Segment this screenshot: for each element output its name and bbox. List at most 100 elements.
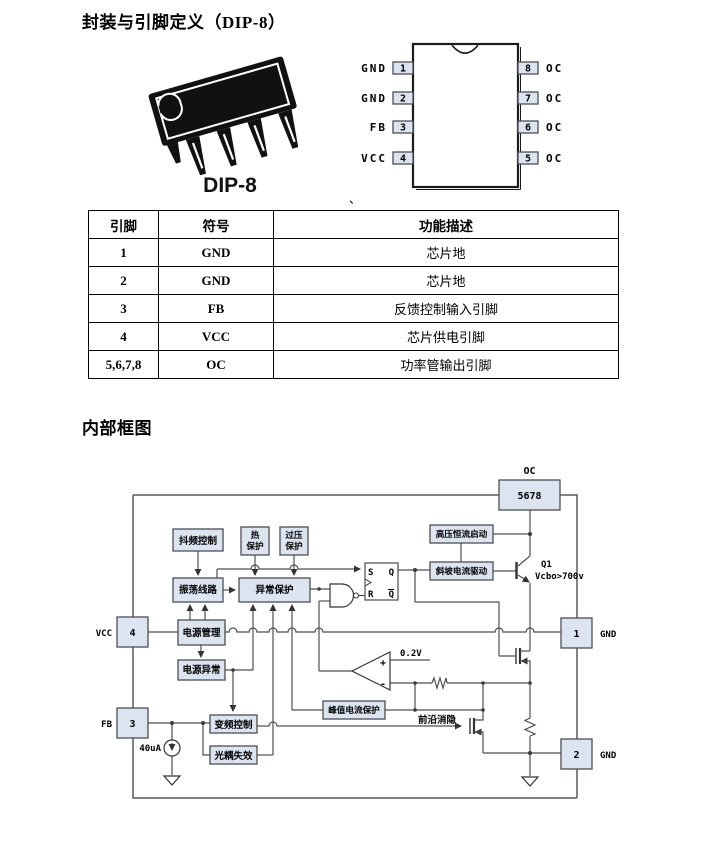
- cell-symbol: GND: [158, 238, 274, 267]
- svg-text:光耦失效: 光耦失效: [213, 750, 253, 762]
- pin-function-table: 引脚 符号 功能描述 1 GND 芯片地 2 GND 芯片地 3 FB 反馈控制…: [88, 210, 619, 379]
- block-power-abnormal: 电源异常: [177, 659, 226, 681]
- block-oc-output: OC 5678: [498, 466, 561, 511]
- block-jitter-control: 抖频控制: [172, 528, 224, 552]
- svg-text:抖频控制: 抖频控制: [179, 535, 218, 547]
- block-abnormal-protection: 异常保护: [238, 577, 311, 603]
- wiring: [132, 494, 578, 799]
- block-peak-current-protection: 峰值电流保护: [322, 700, 386, 720]
- clock-triangle-icon: [364, 578, 372, 587]
- svg-text:VCC: VCC: [96, 629, 112, 639]
- q1-name-label: Q1: [541, 560, 552, 570]
- svg-text:异常保护: 异常保护: [255, 584, 293, 596]
- cell-desc: 芯片供电引脚: [273, 322, 619, 351]
- table-row: 2 GND 芯片地: [88, 266, 619, 295]
- pin-number: 7: [525, 94, 531, 105]
- pin3-fb: 3 FB: [101, 707, 149, 739]
- stray-mark: 、: [349, 192, 362, 206]
- pin-number: 2: [400, 94, 406, 105]
- block-oscillator: 振荡线路: [172, 577, 224, 603]
- pin-label: OC: [546, 152, 563, 165]
- cell-desc: 芯片地: [273, 238, 619, 267]
- pin-label: GND: [361, 62, 387, 75]
- current-source-label: 40uA: [139, 744, 161, 754]
- cell-pin: 4: [88, 322, 159, 351]
- svg-text:热: 热: [251, 529, 260, 540]
- sr-latch: S Q R Q: [364, 562, 399, 601]
- block-overvoltage-protection: 过压 保护: [279, 526, 309, 556]
- pin-label: VCC: [361, 152, 387, 165]
- cell-desc: 反馈控制输入引脚: [273, 294, 619, 323]
- svg-text:Q: Q: [389, 568, 395, 578]
- block-diagram-section-title: 内部框图: [82, 419, 152, 438]
- svg-text:斜坡电流驱动: 斜坡电流驱动: [435, 565, 488, 576]
- block-frequency-control: 变频控制: [209, 714, 258, 734]
- pin1-gnd: 1 GND: [560, 617, 617, 649]
- pin-number: 5: [525, 154, 531, 165]
- pin2-gnd: 2 GND: [560, 738, 617, 770]
- leading-edge-blanking-label: 前沿消隐: [418, 714, 457, 726]
- pin1-notch: [451, 44, 479, 54]
- q1-rating-label: Vcbo>700v: [535, 572, 584, 582]
- col-header-symbol: 符号: [158, 210, 274, 239]
- svg-text:电源异常: 电源异常: [182, 664, 220, 676]
- block-thermal-protection: 热 保护: [240, 526, 270, 556]
- comparator-plus: +: [380, 658, 386, 669]
- cell-symbol: FB: [158, 294, 274, 323]
- svg-text:1: 1: [573, 629, 579, 640]
- pin-number: 4: [400, 154, 406, 165]
- pin-label: OC: [546, 121, 563, 134]
- table-row: 5,6,7,8 OC 功率管输出引脚: [88, 350, 619, 379]
- block-hv-constant-current-start: 高压恒流启动: [429, 524, 494, 544]
- cell-symbol: VCC: [158, 322, 274, 351]
- pin-number: 3: [400, 123, 406, 134]
- table-header-row: 引脚 符号 功能描述: [88, 210, 619, 239]
- vref-label: 0.2V: [400, 649, 422, 659]
- oc-pins-label: 5678: [517, 491, 541, 502]
- comparator-minus: -: [380, 679, 386, 690]
- pinout-diagram: 1 2 3 4 GND GND FB VCC 8 7 6 5 OC OC OC …: [361, 42, 563, 190]
- svg-text:R: R: [368, 590, 374, 600]
- svg-text:GND: GND: [600, 630, 617, 640]
- internal-block-diagram: OC 5678 抖频控制 热 保护 过压 保护 振荡线路 异常保护 电源管理: [96, 466, 617, 799]
- ground-symbol: [162, 775, 182, 786]
- ground-symbol: [520, 776, 540, 787]
- col-header-desc: 功能描述: [273, 210, 619, 239]
- svg-text:4: 4: [129, 628, 135, 639]
- comparator-icon: + -: [350, 651, 391, 691]
- pin-row-left: 1 2 3 4 GND GND FB VCC: [361, 61, 414, 165]
- svg-text:峰值电流保护: 峰值电流保护: [328, 704, 380, 715]
- pin4-vcc: 4 VCC: [96, 616, 149, 648]
- table-row: 3 FB 反馈控制输入引脚: [88, 294, 619, 323]
- pin-label: FB: [370, 121, 387, 134]
- svg-text:FB: FB: [101, 720, 112, 730]
- col-header-pin: 引脚: [88, 210, 159, 239]
- svg-text:过压: 过压: [285, 529, 303, 540]
- pin-row-right: 8 7 6 5 OC OC OC OC: [517, 61, 563, 165]
- svg-text:GND: GND: [600, 751, 617, 761]
- svg-text:保护: 保护: [284, 540, 303, 551]
- cell-pin: 5,6,7,8: [88, 350, 159, 379]
- svg-text:2: 2: [573, 750, 579, 761]
- nand-gate-icon: [329, 583, 360, 608]
- svg-text:电源管理: 电源管理: [182, 627, 221, 639]
- pin-number: 6: [525, 123, 531, 134]
- pin-label: OC: [546, 62, 563, 75]
- cell-pin: 3: [88, 294, 159, 323]
- pin-label: GND: [361, 92, 387, 105]
- table-row: 1 GND 芯片地: [88, 238, 619, 267]
- block-optocoupler-failure: 光耦失效: [209, 745, 258, 765]
- table-row: 4 VCC 芯片供电引脚: [88, 322, 619, 351]
- pin-number: 1: [400, 64, 406, 75]
- cell-pin: 1: [88, 238, 159, 267]
- svg-text:保护: 保护: [245, 540, 264, 551]
- dip8-package-illustration: DIP-8: [148, 56, 299, 197]
- cell-symbol: GND: [158, 266, 274, 295]
- svg-text:变频控制: 变频控制: [214, 719, 253, 731]
- svg-text:振荡线路: 振荡线路: [179, 584, 218, 596]
- svg-text:3: 3: [129, 719, 135, 730]
- svg-text:Q: Q: [389, 590, 395, 600]
- cell-symbol: OC: [158, 350, 274, 379]
- dip8-chip-body: [148, 56, 299, 176]
